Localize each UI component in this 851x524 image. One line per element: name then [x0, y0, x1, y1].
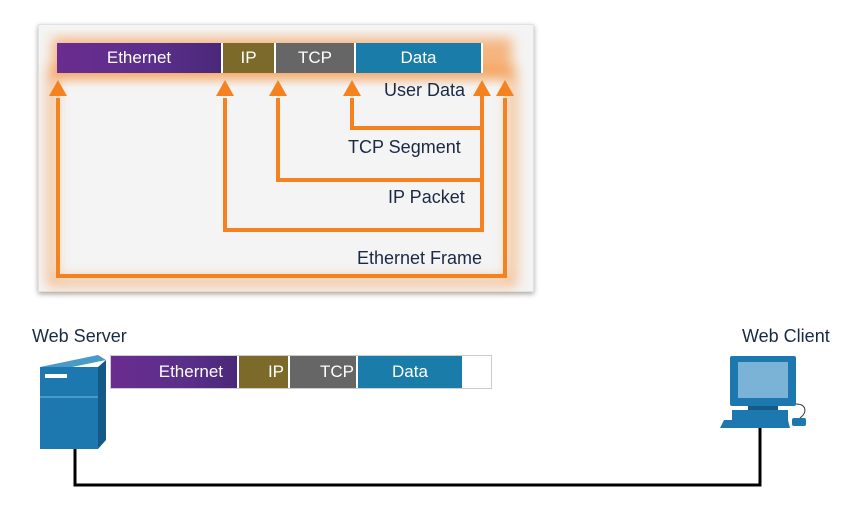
label-ip-packet: IP Packet: [388, 187, 465, 207]
tcp-arrowhead: [269, 80, 287, 96]
encapsulation-header: Ethernet IP TCP Data: [57, 43, 509, 73]
header-seg-data: Data: [356, 43, 483, 73]
header-seg-tcp: TCP: [276, 43, 356, 73]
ip-arrowhead: [216, 80, 234, 96]
frame-seg-tcp: TCP: [290, 356, 358, 388]
network-frame: Ethernet IP TCP Data: [110, 355, 492, 389]
frame-seg-data: Data: [358, 356, 464, 388]
frame-seg-ip: IP: [239, 356, 290, 388]
header-seg-ethernet: Ethernet: [57, 43, 223, 73]
server-icon: [40, 355, 106, 449]
ip-packet-bracket: [223, 98, 484, 232]
client-computer-icon: [720, 356, 806, 428]
ethernet-frame-bracket: [56, 98, 507, 278]
server-label: Web Server: [32, 326, 127, 346]
tcp-segment-bracket: [276, 98, 484, 182]
label-ethernet-frame: Ethernet Frame: [357, 248, 483, 268]
client-label: Web Client: [742, 326, 830, 346]
label-tcp-segment: TCP Segment: [348, 137, 461, 157]
data-arrowhead: [343, 80, 361, 96]
trailer-arrowhead-inner: [473, 80, 491, 96]
ethernet-arrowhead: [49, 80, 67, 96]
trailer-arrowhead-outer: [496, 80, 514, 96]
header-seg-ip: IP: [223, 43, 276, 73]
user-data-bracket: [350, 96, 484, 130]
frame-seg-ethernet: Ethernet: [111, 356, 239, 388]
label-user-data: User Data: [384, 80, 466, 100]
network-cable: [73, 428, 762, 487]
